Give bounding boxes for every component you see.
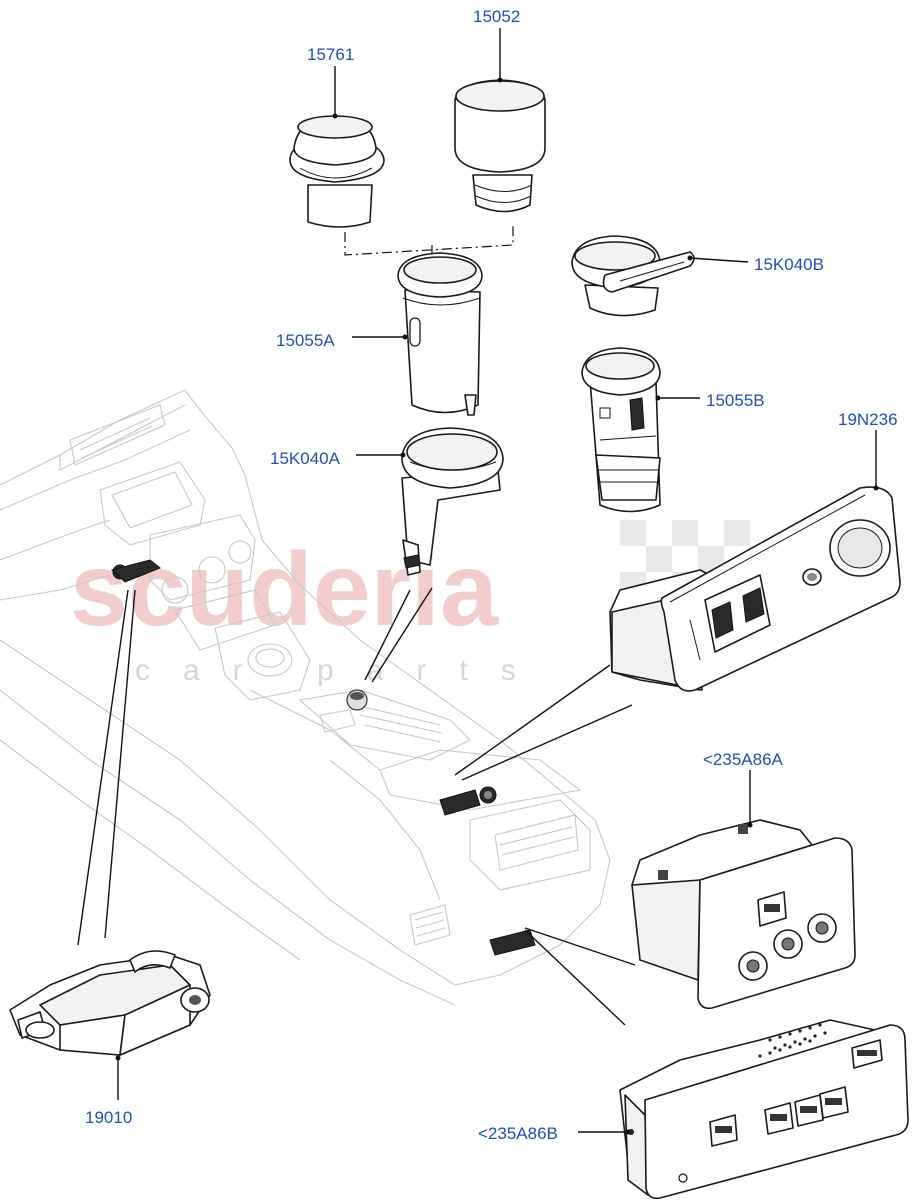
part-19n236-panel (609, 486, 901, 692)
centre-console-background (0, 389, 611, 1006)
callout-19n236: 19N236 (838, 410, 898, 429)
part-235a86a-panel (631, 819, 856, 1010)
part-15052-lighter (454, 79, 546, 213)
vent-holes (758, 1023, 827, 1058)
callout-labels: 15761 15052 15K040B 15055A 15055B 15K040… (85, 7, 898, 1143)
callout-15k040b: 15K040B (754, 255, 824, 274)
watermark-tagline: car parts (135, 654, 549, 687)
part-15k040b-retainer (571, 235, 695, 317)
callout-235a86a: <235A86A (703, 750, 784, 769)
part-15055b-socket (581, 347, 661, 513)
part-15761-cap (289, 115, 385, 228)
part-19010-module (9, 950, 211, 1056)
alignment-line (344, 225, 514, 268)
leader-lines (77, 28, 879, 1135)
callout-15055b: 15055B (706, 391, 765, 410)
callout-15k040a: 15K040A (270, 449, 341, 468)
console-connector-detail (110, 559, 536, 956)
part-15k040a-retainer (401, 427, 504, 576)
part-235a86b-panel (619, 1019, 909, 1200)
callout-15055a: 15055A (276, 331, 335, 350)
callout-235a86b: <235A86B (478, 1124, 558, 1143)
callout-15052: 15052 (473, 7, 520, 26)
callout-19010: 19010 (85, 1108, 132, 1127)
callout-15761: 15761 (307, 45, 354, 64)
part-15055a-socket (397, 252, 483, 416)
